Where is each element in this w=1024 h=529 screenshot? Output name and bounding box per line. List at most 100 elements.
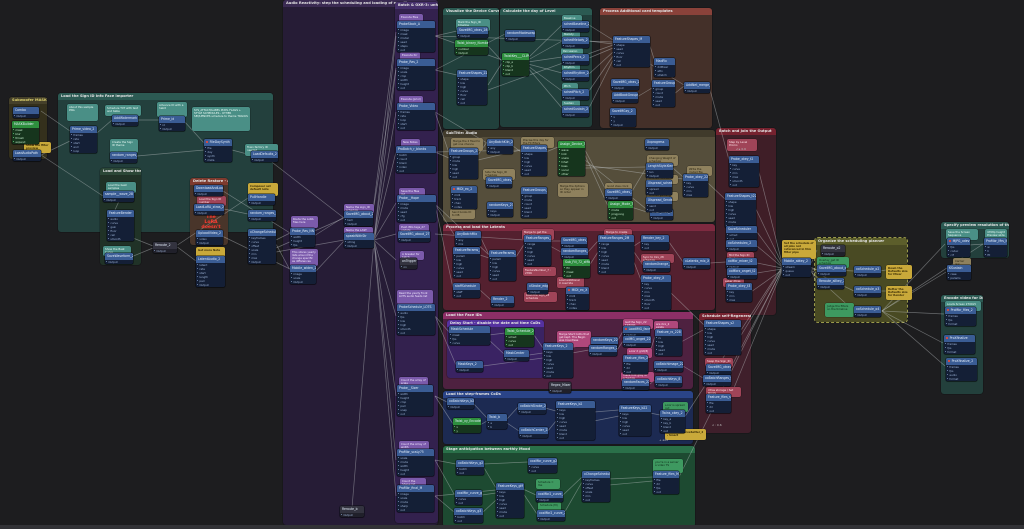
node-header[interactable]: AddBookGroups [612,92,638,99]
node-port-mask[interactable]: mask [12,128,39,132]
node-port-key[interactable]: key [729,163,759,167]
node-header[interactable]: SaveIMG_xtras_28 [457,27,488,34]
node-port-output[interactable]: Output [817,272,846,276]
note-purple[interactable]: Push IMG tags_27 update [399,224,429,233]
note-red[interactable]: Merge to get the Latent items [522,229,554,240]
node-port-file[interactable]: file [653,478,679,482]
node-port-output[interactable]: Output [103,198,134,202]
node-port-output[interactable]: Output [589,352,617,356]
node-port-image[interactable]: image [397,492,434,496]
node-port-spread[interactable]: spread [646,187,672,191]
node-header[interactable]: randomModeswap_2 [505,30,535,37]
node-port-out[interactable]: out [521,172,547,176]
node-header[interactable]: Assign_Mode_Type [608,201,633,208]
node-port-string[interactable]: string [344,240,374,244]
node-port-output[interactable]: Output [13,157,41,161]
group-title[interactable]: SubTitle: Audio [443,130,715,137]
node-port-max[interactable]: max [683,193,708,197]
node-port-output[interactable]: Output [646,174,673,178]
node-header[interactable]: randomXrange_28 [643,261,670,268]
node-port-audio[interactable]: audio [946,373,977,377]
node-port-mask[interactable]: mask [449,333,490,337]
node-port-out[interactable]: out [455,501,482,505]
note-red[interactable]: Load the Sign_28 schedule [524,292,557,302]
node-port-min[interactable]: min [726,294,752,298]
node-port-height[interactable]: height [397,468,434,472]
node-header[interactable]: xxSchedule_o4 [854,306,881,313]
node-port-keyframes[interactable]: keyframes [582,478,610,482]
node-port-loop[interactable]: loop [397,118,435,122]
node-port-staff[interactable]: staff [453,290,480,294]
node-header[interactable]: Reroute_b [340,506,364,513]
node-header[interactable]: staffSchedule [453,283,480,290]
node-port-high[interactable]: high [397,323,435,327]
node-port-out[interactable]: out [706,409,731,413]
node-port-high[interactable]: high [489,265,516,269]
node-port-floor[interactable]: floor [457,93,487,97]
note-purple[interactable]: Count the array of scale [399,377,428,387]
node-port-out[interactable]: out [729,183,759,187]
node-port-low[interactable]: low [521,156,547,160]
node-port-x[interactable]: x [610,115,636,119]
node-port-seed[interactable]: seed [556,424,595,428]
node-xxxmbr2-curve-23[interactable]: xxxMbr2_curve_23Output [537,510,565,521]
node-header[interactable]: Probe_Res_NN [290,228,315,235]
node-port-width[interactable]: width [397,78,435,82]
node-header[interactable]: MIDI_ex_2 [451,186,477,193]
node-port-output[interactable]: Output [159,127,185,131]
node-port-output[interactable]: Output [518,410,546,414]
node-port-floor[interactable]: floor [613,55,650,59]
node-port-width[interactable]: width [290,235,315,239]
node-port-fps[interactable]: fps [944,346,975,350]
node-port-mode[interactable]: mode [543,370,573,374]
node-port-synth[interactable]: synth [204,154,232,158]
node-port-out[interactable]: out [505,343,534,347]
node-header[interactable]: SaveIMG_about_2 [344,211,373,218]
node-port-keys[interactable]: keys [487,209,513,213]
node-port-rx[interactable]: rx [655,336,682,340]
node-header[interactable]: ProMbr_files_2 [945,307,976,314]
node-port-y[interactable]: y [610,119,636,123]
node-port-low[interactable]: low [524,246,551,250]
node-port-midi[interactable]: midi [566,294,589,298]
note-purple[interactable]: Count the Array of width [399,441,429,451]
node-port-steps[interactable]: steps [397,44,435,48]
group-title[interactable]: Load the step-frames CoDs [443,391,693,398]
node-port-curve[interactable]: curve [725,212,756,216]
node-port-high[interactable]: high [449,167,478,171]
node-header[interactable]: FeatureKeys_b2 [556,401,595,408]
node-header[interactable]: ProXfinalize [944,335,975,342]
node-port-low[interactable]: low [457,81,487,85]
node-port-fps[interactable]: fps [449,337,490,341]
node-header[interactable]: Sub_Fill_72_xMbrs [563,259,590,266]
node-port-param[interactable]: param [489,257,516,261]
node-port-mode[interactable]: mode [449,159,478,163]
node-port-blend[interactable]: blend [556,432,595,436]
node-port-fps[interactable]: fps [397,315,435,319]
node-port-output[interactable]: Output [854,273,881,277]
node-port-out[interactable]: out [496,514,524,518]
node-port-high[interactable]: high [543,358,573,362]
node-port-smooth[interactable]: smooth [107,237,134,241]
node-port-smooth[interactable]: smooth [729,179,759,183]
node-header[interactable]: xxSchedule_o3 [854,286,881,293]
node-port-output[interactable]: Output [623,343,651,347]
node-header[interactable]: LoadIMG_faces_22 [623,326,650,333]
